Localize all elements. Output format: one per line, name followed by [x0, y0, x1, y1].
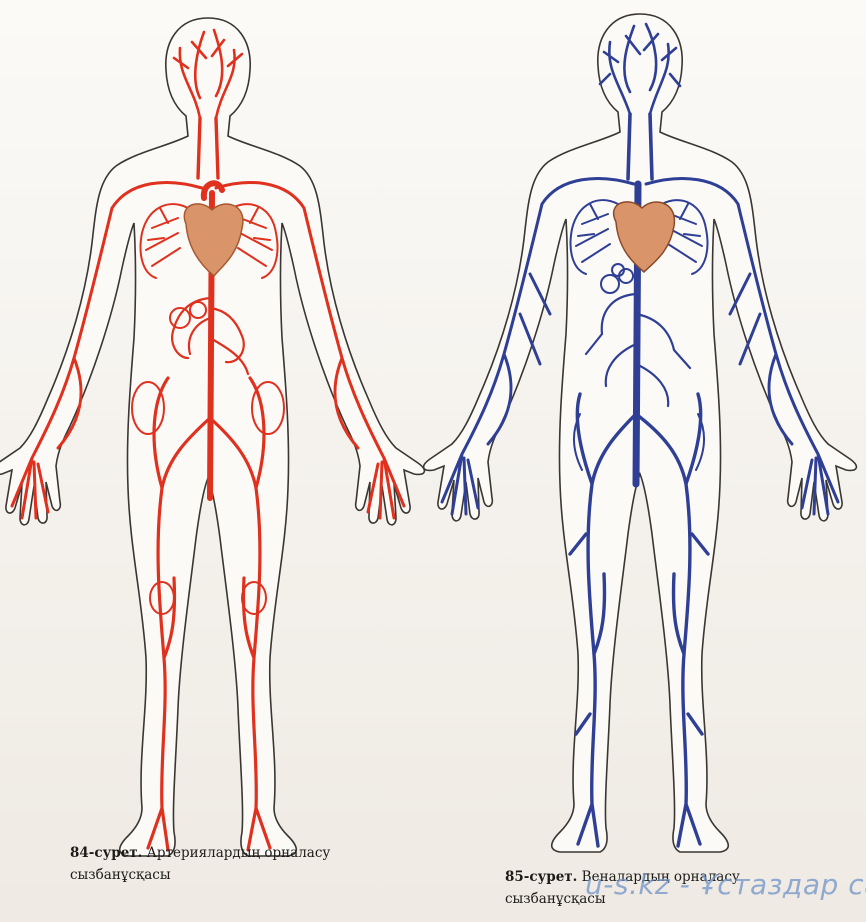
caption-arteries-line2: сызбанұсқасы: [70, 867, 171, 883]
caption-arteries-title: Артериялардың орналасу: [147, 845, 331, 861]
caption-veins-number: 85-сурет.: [505, 869, 577, 885]
body-outline-right: [424, 14, 857, 852]
site-watermark: u-s.kz - Ұстаздар сайты: [585, 868, 866, 901]
caption-arteries: 84-сурет. Артериялардың орналасу сызбанұ…: [70, 842, 430, 886]
vein-figure: [424, 14, 857, 852]
artery-figure: [0, 18, 424, 856]
caption-arteries-number: 84-сурет.: [70, 845, 142, 861]
